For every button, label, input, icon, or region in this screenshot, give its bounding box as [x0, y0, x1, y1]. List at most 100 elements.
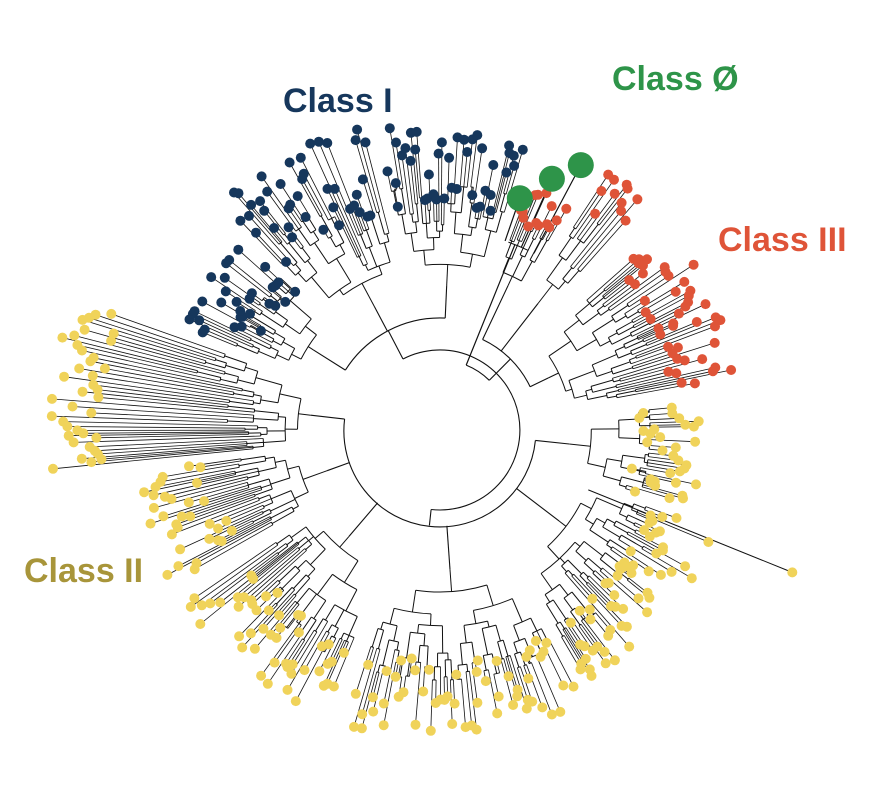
tree-branch	[297, 559, 307, 569]
tree-branch	[215, 359, 227, 364]
tree-branch	[559, 621, 565, 629]
leaf-node	[506, 185, 533, 212]
tree-branch	[301, 178, 323, 216]
tree-branch	[343, 419, 536, 528]
tree-branch	[263, 502, 273, 508]
leaf-node	[69, 330, 80, 341]
tree-branch	[226, 504, 264, 522]
tree-branch	[331, 218, 345, 243]
leaf-node	[689, 378, 700, 389]
tree-branch	[611, 334, 632, 345]
tree-branch	[81, 445, 248, 460]
leaf-node	[555, 706, 566, 717]
leaf-node	[196, 600, 207, 611]
tree-branch	[277, 296, 282, 302]
leaf-node	[639, 525, 650, 536]
tree-branch	[562, 627, 567, 631]
tree-branch	[589, 518, 598, 531]
leaf-node	[63, 430, 74, 441]
leaf-node	[616, 206, 627, 216]
tree-branch	[578, 625, 607, 664]
leaf-node	[655, 329, 666, 340]
leaf-node	[521, 703, 532, 714]
leaf-node	[391, 137, 401, 148]
tree-branch	[460, 234, 464, 253]
leaf-node	[537, 702, 548, 713]
tree-branch	[388, 639, 399, 643]
tree-branch	[519, 254, 526, 258]
leaf-node	[444, 152, 455, 163]
leaf-node	[87, 370, 98, 381]
tree-branch	[623, 337, 638, 345]
tree-branch	[249, 325, 252, 328]
tree-branch	[535, 655, 561, 713]
leaf-node	[574, 605, 585, 616]
tree-branch	[410, 160, 416, 205]
tree-branch	[113, 333, 207, 362]
tree-branch	[552, 599, 567, 620]
class-iii-label: Class III	[718, 221, 847, 259]
leaf-node	[171, 519, 182, 530]
tree-branch	[301, 593, 317, 614]
leaf-node	[357, 174, 368, 185]
tree-branch	[91, 446, 254, 463]
leaf-node	[418, 686, 429, 697]
leaf-node	[600, 658, 611, 669]
tree-branch	[418, 624, 443, 627]
tree-branch	[605, 262, 639, 292]
leaf-node	[192, 477, 202, 488]
tree-branch	[307, 260, 318, 273]
tree-branch	[513, 642, 518, 654]
tree-branch	[562, 267, 573, 280]
tree-branch	[465, 671, 473, 726]
tree-branch	[319, 214, 323, 217]
tree-branch	[646, 317, 716, 346]
tree-branch	[251, 550, 307, 601]
tree-branch	[561, 565, 568, 573]
tree-branch	[469, 254, 473, 268]
tree-branch	[295, 650, 323, 702]
tree-branch	[629, 332, 633, 337]
leaf-node	[642, 437, 653, 448]
leaf-node	[657, 445, 668, 456]
tree-branch	[308, 536, 314, 541]
leaf-node	[620, 215, 631, 226]
leaf-node	[233, 188, 244, 199]
tree-branch	[632, 290, 691, 323]
tree-branch	[559, 583, 569, 596]
tree-branch	[577, 238, 584, 244]
leaf-node	[707, 366, 718, 377]
leaf-node	[280, 296, 291, 307]
leaf-node	[166, 529, 177, 540]
tree-branch	[619, 378, 621, 382]
tree-branch	[346, 635, 350, 642]
tree-branch	[265, 456, 275, 460]
tree-branch	[263, 210, 284, 236]
tree-branch	[635, 382, 682, 393]
tree-branch	[625, 519, 635, 525]
tree-branch	[293, 262, 298, 267]
tree-branch	[583, 618, 616, 661]
tree-branch	[52, 448, 254, 470]
leaf-node	[244, 210, 254, 221]
tree-branch	[563, 319, 580, 333]
tree-branch	[604, 283, 636, 308]
tree-branch	[94, 441, 247, 452]
tree-branch	[259, 303, 275, 315]
tree-branch	[454, 192, 456, 204]
leaf-node	[300, 212, 311, 222]
tree-branch	[568, 227, 576, 237]
tree-branch	[576, 338, 597, 352]
tree-branch	[304, 325, 317, 336]
leaf-node	[392, 201, 403, 212]
tree-branch	[520, 260, 533, 282]
tree-branch	[276, 587, 293, 605]
tree-branch	[254, 600, 296, 650]
tree-branch	[523, 664, 527, 667]
tree-branch	[313, 600, 327, 619]
tree-branch	[355, 646, 372, 694]
tree-branch	[558, 237, 572, 256]
tree-branch	[495, 172, 507, 213]
leaf-node	[86, 407, 97, 418]
tree-branch	[377, 628, 384, 631]
